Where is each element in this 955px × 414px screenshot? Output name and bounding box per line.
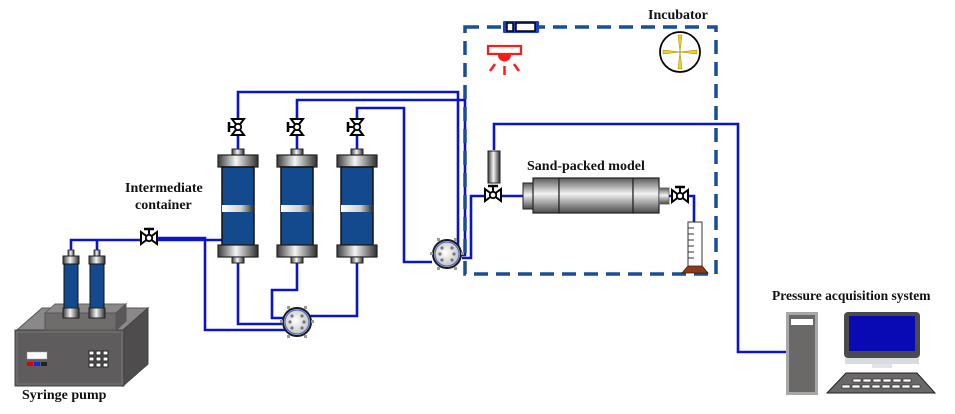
- pipe-container1-bottom: [236, 260, 282, 326]
- incubator-label: Incubator: [648, 8, 708, 23]
- pump-button-black[interactable]: [41, 362, 47, 366]
- incubator: Incubator: [463, 8, 718, 276]
- container-1-valve-icon[interactable]: [227, 117, 246, 137]
- inlet-valve-icon[interactable]: [139, 227, 159, 246]
- pipe-container2-top: [295, 98, 467, 257]
- heater-lamp-icon: [486, 44, 523, 75]
- pressure-acquisition-system: Pressure acquisition system: [772, 288, 937, 395]
- container-2-valve-icon[interactable]: [286, 117, 305, 137]
- syringe-pump-label: Syringe pump: [22, 388, 107, 403]
- model-inlet-valve-icon[interactable]: [483, 184, 503, 203]
- pipe-sixway-to-inlet: [462, 194, 484, 260]
- sand-packed-model-label: Sand-packed model: [527, 159, 645, 174]
- monitor-screen: [849, 316, 915, 351]
- sand-packed-model: Sand-packed model: [483, 150, 690, 214]
- pipe-network: [69, 90, 790, 354]
- pressure-system-label: Pressure acquisition system: [772, 288, 931, 303]
- pump-cylinder-2: [88, 249, 106, 319]
- pump-display: [26, 351, 48, 360]
- intermediate-label-line1: Intermediate: [125, 181, 203, 196]
- pump-button-blue[interactable]: [34, 362, 40, 366]
- fan-icon: [659, 31, 701, 73]
- pipe-to-bottom-sixway: [150, 236, 285, 332]
- pipe-pressure-line: [492, 122, 790, 354]
- pump-keypad[interactable]: [88, 350, 109, 368]
- intermediate-container-2: [276, 148, 318, 264]
- pump-button-red[interactable]: [27, 362, 33, 366]
- pipe-container2-bottom: [270, 260, 299, 320]
- pipe-container3-bottom: [306, 260, 359, 318]
- graduated-cylinder-icon: [681, 221, 709, 274]
- incubator-border: [463, 25, 718, 276]
- six-way-valve-bottom-icon[interactable]: [279, 305, 315, 339]
- thermostat-icon: [503, 21, 539, 33]
- intermediate-label-line2: container: [135, 198, 192, 213]
- keyboard[interactable]: [825, 372, 937, 394]
- pump-cylinder-1: [62, 249, 80, 319]
- model-outlet-valve-icon[interactable]: [670, 185, 690, 204]
- intermediate-container-1: [217, 148, 259, 264]
- intermediate-container-3: [336, 148, 378, 264]
- syringe-pump: Syringe pump: [14, 249, 150, 403]
- container-3-valve-icon[interactable]: [346, 117, 365, 137]
- pressure-transducer: [487, 150, 501, 184]
